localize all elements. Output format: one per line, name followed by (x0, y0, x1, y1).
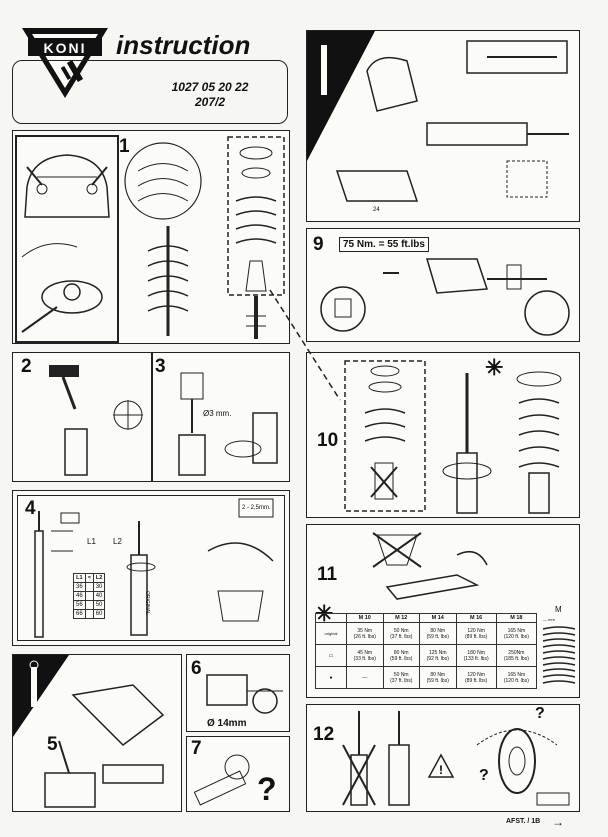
wrench-icon (206, 674, 283, 714)
gap-label: 2 - 2,5mm. (242, 505, 271, 511)
step-2-3-panel: 2 3 Ø3 mm. (12, 352, 290, 482)
question-mark: ? (535, 705, 545, 722)
l1-label: L1 (87, 537, 96, 546)
table-row: ● — 50 Nm (37 ft. lbs) 80 Nm (59 ft. lbs… (315, 666, 538, 689)
torque-cell: 80 Nm (59 ft. lbs) (382, 644, 420, 667)
cell-l2: 40 (92, 591, 106, 601)
question-mark: ? (257, 771, 277, 807)
step-number: 6 (191, 658, 202, 679)
wrench-size: Ø 14mm (207, 718, 247, 729)
cell-l2: 30 (92, 582, 106, 592)
cell-l1: 46 (73, 591, 86, 601)
car-inset (15, 135, 119, 343)
step-number: 5 (47, 734, 58, 755)
torque-cell: 165 Nm (120 ft. lbs) (495, 666, 538, 689)
footer-text: AFST. / 1B (506, 818, 541, 825)
step-8-panel: 8 24 (306, 30, 580, 222)
mount-assembly-icon (320, 258, 570, 336)
rod-text: ORIGINAL (144, 591, 150, 615)
step-5-corner-icon (13, 655, 165, 808)
torque-cell: 80 Nm (59 ft. lbs) (419, 666, 457, 689)
hammer-punch-icon (49, 365, 278, 476)
torque-table: M 10 M 12 M 14 M 16 M 18 original 35 Nm … (315, 613, 538, 689)
torque-cell: 50 Nm (37 ft. lbs) (382, 666, 420, 689)
drill-size-label: Ø3 mm. (203, 409, 232, 418)
part-revision: 207/2 (194, 95, 226, 109)
row-icon-label: original (324, 630, 338, 636)
bolt-original-icon: original (315, 622, 347, 645)
step-number: 12 (313, 724, 335, 745)
spring-label: M (555, 605, 562, 614)
torque-cell: 45 Nm (33 ft. lbs) (346, 644, 384, 667)
torque-wrench-icon (372, 532, 488, 600)
dimension-label: 24 (373, 207, 380, 213)
torque-cell: 120 Nm (89 ft. lbs) (455, 666, 497, 689)
table-row: 36 30 (73, 582, 106, 592)
cell-l2: 60 (92, 609, 106, 619)
step-10-panel: 10 ✳ (306, 352, 580, 518)
table-row: 56 50 (73, 600, 106, 610)
page-title: instruction (116, 30, 251, 60)
step-8-corner-icon (307, 31, 569, 202)
table-row: 66 60 (73, 609, 106, 619)
table-header: L1 (73, 573, 86, 583)
torque-label: 75 Nm. = 55 ft.lbs (339, 237, 429, 252)
torque-cell: 250Nm (185 ft. lbs) (495, 644, 538, 667)
step-11-panel: 11 ✳ M 10 M 12 M 14 M 16 M 18 original 3… (306, 524, 580, 698)
spring-stack-icon (542, 626, 576, 684)
koni-triangle-icon (22, 28, 108, 98)
step-12-panel: 12 ! ? ? (306, 704, 580, 812)
step-1-panel: 1 (12, 130, 290, 344)
step-7-panel: 7 ? (186, 736, 290, 812)
step-5-panel: 5 (12, 654, 182, 812)
step-number: 10 (317, 430, 339, 451)
step-number: 1 (119, 136, 130, 157)
shock-measure-icon (34, 498, 274, 638)
step-number: 4 (25, 498, 36, 519)
strut-spring-icon (124, 136, 285, 339)
divider (151, 353, 153, 481)
arrow-right-icon: → (552, 815, 564, 829)
wheel-check-icon: ! (342, 711, 570, 806)
table-header: ≈ (84, 573, 94, 583)
cell-l1: 66 (73, 609, 86, 619)
step-number: 2 (21, 356, 32, 377)
svg-text:!: ! (439, 763, 443, 777)
step-number: 3 (155, 356, 166, 377)
table-header: L2 (92, 573, 106, 583)
step-number: 7 (191, 738, 202, 759)
step-number: 8 (313, 148, 324, 169)
koni-logo: KONI (20, 26, 110, 100)
step-number: 11 (317, 564, 338, 585)
strut-exploded-icon (344, 360, 562, 514)
step-4-inner-frame (17, 495, 285, 641)
step-4-panel: 4 L1 L2 2 - 2,5mm. ORIGINAL L1 ≈ L2 36 30… (12, 490, 290, 646)
header-frame (12, 60, 288, 124)
step-6-panel: 6 Ø 14mm (186, 654, 290, 732)
star-icon: ✳ (485, 355, 504, 380)
brand-name: KONI (43, 40, 87, 56)
question-mark: ? (479, 767, 489, 784)
step-number: 9 (313, 234, 324, 255)
length-table: L1 ≈ L2 36 30 46 40 56 50 66 60 (73, 573, 106, 619)
car-hood-icon (21, 154, 110, 333)
part-number: 1027 05 20 22 (171, 80, 249, 94)
cell-l1: 56 (73, 600, 86, 610)
table-row: 46 40 (73, 591, 106, 601)
file-tool-icon (193, 754, 250, 806)
l2-label: L2 (113, 537, 122, 546)
cell-l1: 36 (73, 582, 86, 592)
bolt-dot-icon: ● (315, 666, 347, 689)
cell-l2: 50 (92, 600, 106, 610)
step-9-panel: 9 75 Nm. = 55 ft.lbs (306, 228, 580, 342)
spring-unit: — mm (543, 617, 555, 622)
